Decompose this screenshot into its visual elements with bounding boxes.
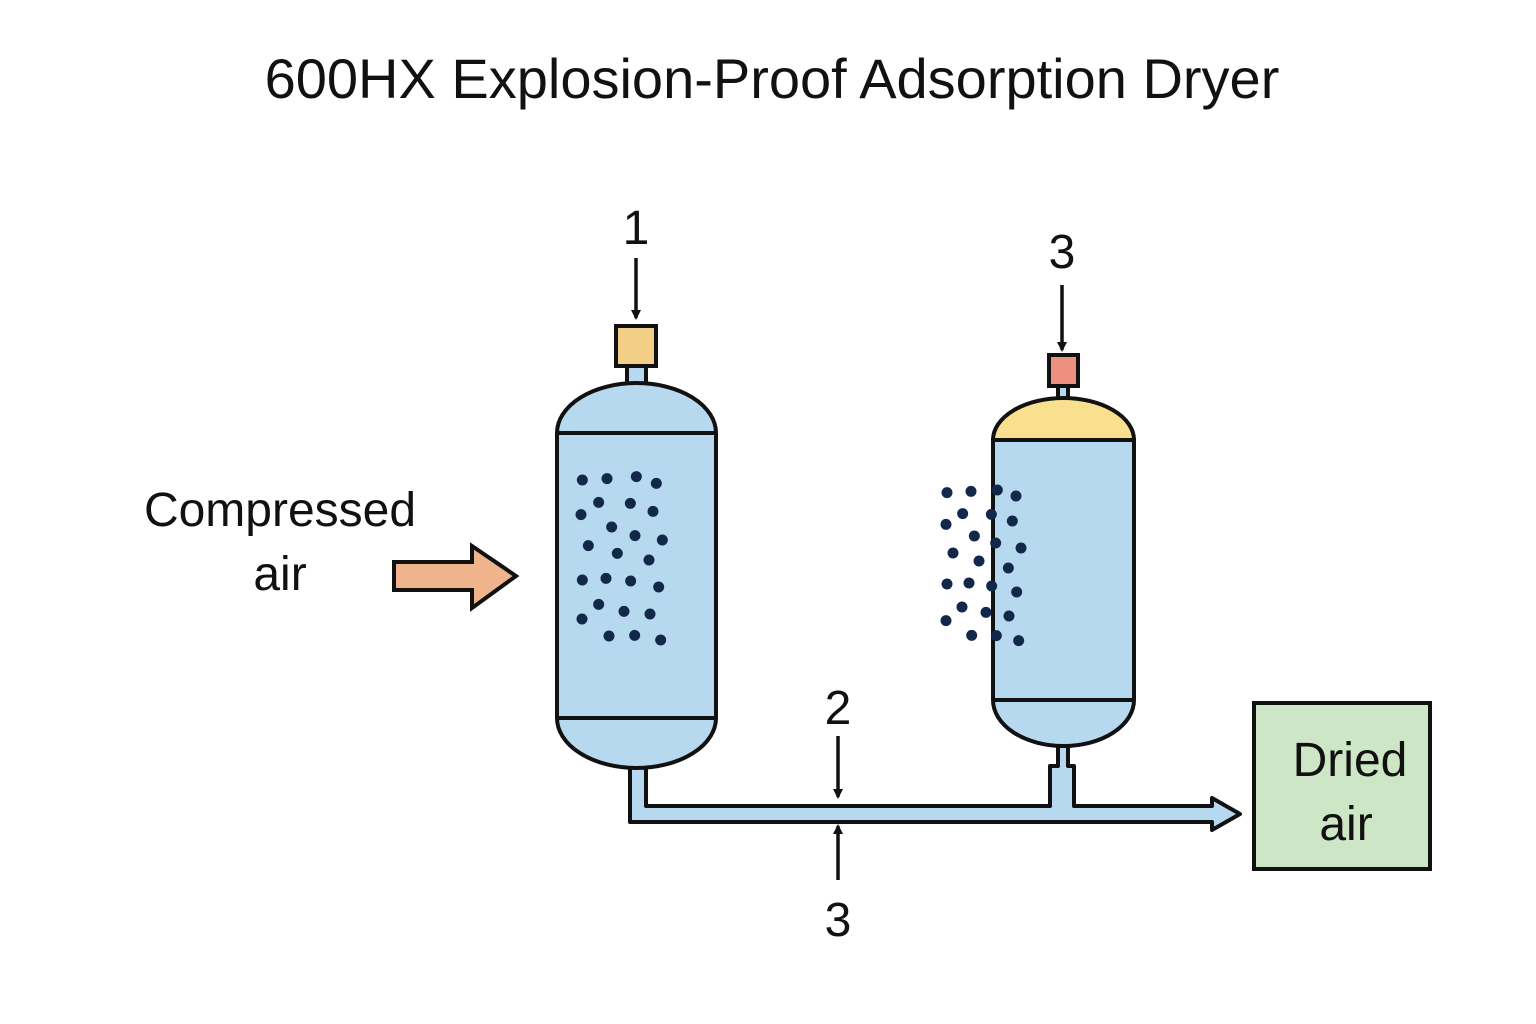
- desiccant-bead: [963, 577, 975, 589]
- desiccant-bead: [1015, 542, 1027, 554]
- desiccant-bead: [576, 474, 588, 486]
- outlet-label-line1: Dried: [1293, 734, 1408, 787]
- desiccant-bead: [968, 530, 980, 542]
- desiccant-bead: [965, 485, 977, 497]
- desiccant-bead: [629, 530, 641, 542]
- desiccant-bead: [656, 534, 668, 546]
- desiccant-bead: [947, 547, 959, 559]
- desiccant-bead: [973, 555, 985, 567]
- desiccant-bead: [653, 581, 665, 593]
- right-valve: [1047, 353, 1080, 388]
- dried-air-box: [1252, 701, 1432, 871]
- desiccant-bead: [985, 508, 997, 520]
- desiccant-bead: [611, 547, 623, 559]
- desiccant-bead: [1006, 515, 1018, 527]
- desiccant-beads-left: [575, 471, 668, 646]
- desiccant-bead: [1003, 610, 1015, 622]
- desiccant-bead: [600, 572, 612, 584]
- desiccant-beads-right: [940, 484, 1027, 647]
- desiccant-bead: [941, 578, 953, 590]
- left-valve: [614, 324, 658, 368]
- desiccant-bead: [576, 574, 588, 586]
- desiccant-bead: [940, 518, 952, 530]
- desiccant-bead: [1013, 635, 1025, 647]
- desiccant-bead: [625, 575, 637, 587]
- desiccant-bead: [576, 613, 588, 625]
- inlet-arrow: [392, 542, 520, 612]
- desiccant-bead: [644, 608, 656, 620]
- desiccant-bead: [980, 606, 992, 618]
- desiccant-bead: [624, 497, 636, 509]
- desiccant-bead: [940, 615, 952, 627]
- callout-3-top: 3: [1049, 226, 1076, 279]
- desiccant-bead: [990, 630, 1002, 642]
- desiccant-bead: [593, 598, 605, 610]
- desiccant-bead: [629, 629, 641, 641]
- desiccant-bead: [991, 484, 1003, 496]
- desiccant-bead: [647, 505, 659, 517]
- desiccant-bead: [606, 521, 618, 533]
- left-adsorption-tower: [555, 324, 718, 770]
- inlet-label-line1: Compressed: [144, 484, 416, 537]
- desiccant-bead: [601, 473, 613, 485]
- desiccant-bead: [1011, 586, 1023, 598]
- right-tower-dome: [990, 396, 1137, 442]
- desiccant-bead: [956, 601, 968, 613]
- desiccant-bead: [957, 508, 969, 520]
- right-adsorption-tower: [940, 353, 1137, 748]
- desiccant-bead: [941, 487, 953, 499]
- desiccant-bead: [990, 537, 1002, 549]
- desiccant-bead: [1010, 490, 1022, 502]
- diagram-title: 600HX Explosion-Proof Adsorption Dryer: [265, 47, 1280, 110]
- inlet-label-line2: air: [253, 548, 306, 601]
- desiccant-bead: [603, 630, 615, 642]
- desiccant-bead: [618, 605, 630, 617]
- outlet-pipe: [628, 744, 1242, 832]
- callout-2: 2: [825, 682, 852, 735]
- desiccant-bead: [986, 580, 998, 592]
- desiccant-bead: [1002, 562, 1014, 574]
- desiccant-bead: [575, 509, 587, 521]
- desiccant-bead: [593, 496, 605, 508]
- callout-1: 1: [623, 202, 650, 255]
- outlet-label-line2: air: [1319, 798, 1372, 851]
- desiccant-bead: [630, 471, 642, 483]
- desiccant-bead: [966, 629, 978, 641]
- desiccant-bead: [655, 634, 667, 646]
- desiccant-bead: [643, 554, 655, 566]
- desiccant-bead: [650, 477, 662, 489]
- desiccant-bead: [582, 540, 594, 552]
- callout-3-bottom: 3: [825, 894, 852, 947]
